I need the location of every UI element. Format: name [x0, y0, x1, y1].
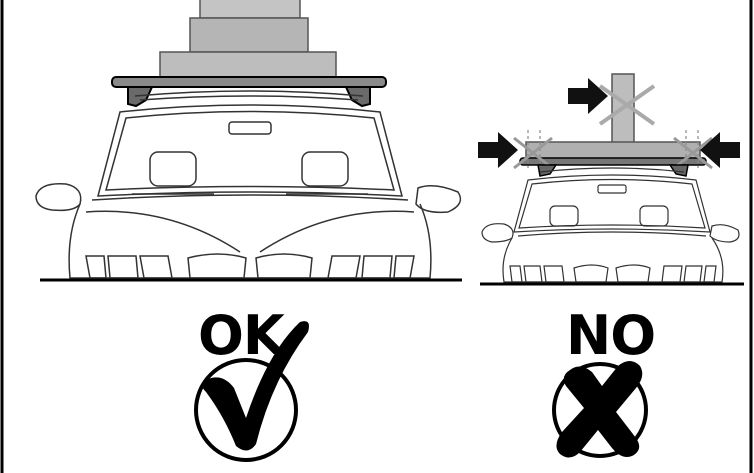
load-box-bottom: [160, 52, 336, 78]
car-body-left: [36, 91, 460, 278]
incorrect-loading-illustration: [478, 74, 744, 284]
arrow-icon: [568, 78, 608, 114]
arrow-icon: [478, 132, 518, 168]
roof-rack-bar: [112, 77, 386, 87]
rack-foot-left: [128, 87, 152, 106]
rack-foot-right: [346, 87, 370, 106]
car-body-right: [482, 168, 739, 282]
incorrect-label: NO: [566, 309, 655, 363]
correct-label: OK: [198, 309, 284, 363]
cross-icon: [554, 361, 646, 458]
load-box-middle: [190, 18, 308, 52]
load-box-top: [200, 0, 300, 18]
correct-loading-illustration: [36, 0, 462, 280]
